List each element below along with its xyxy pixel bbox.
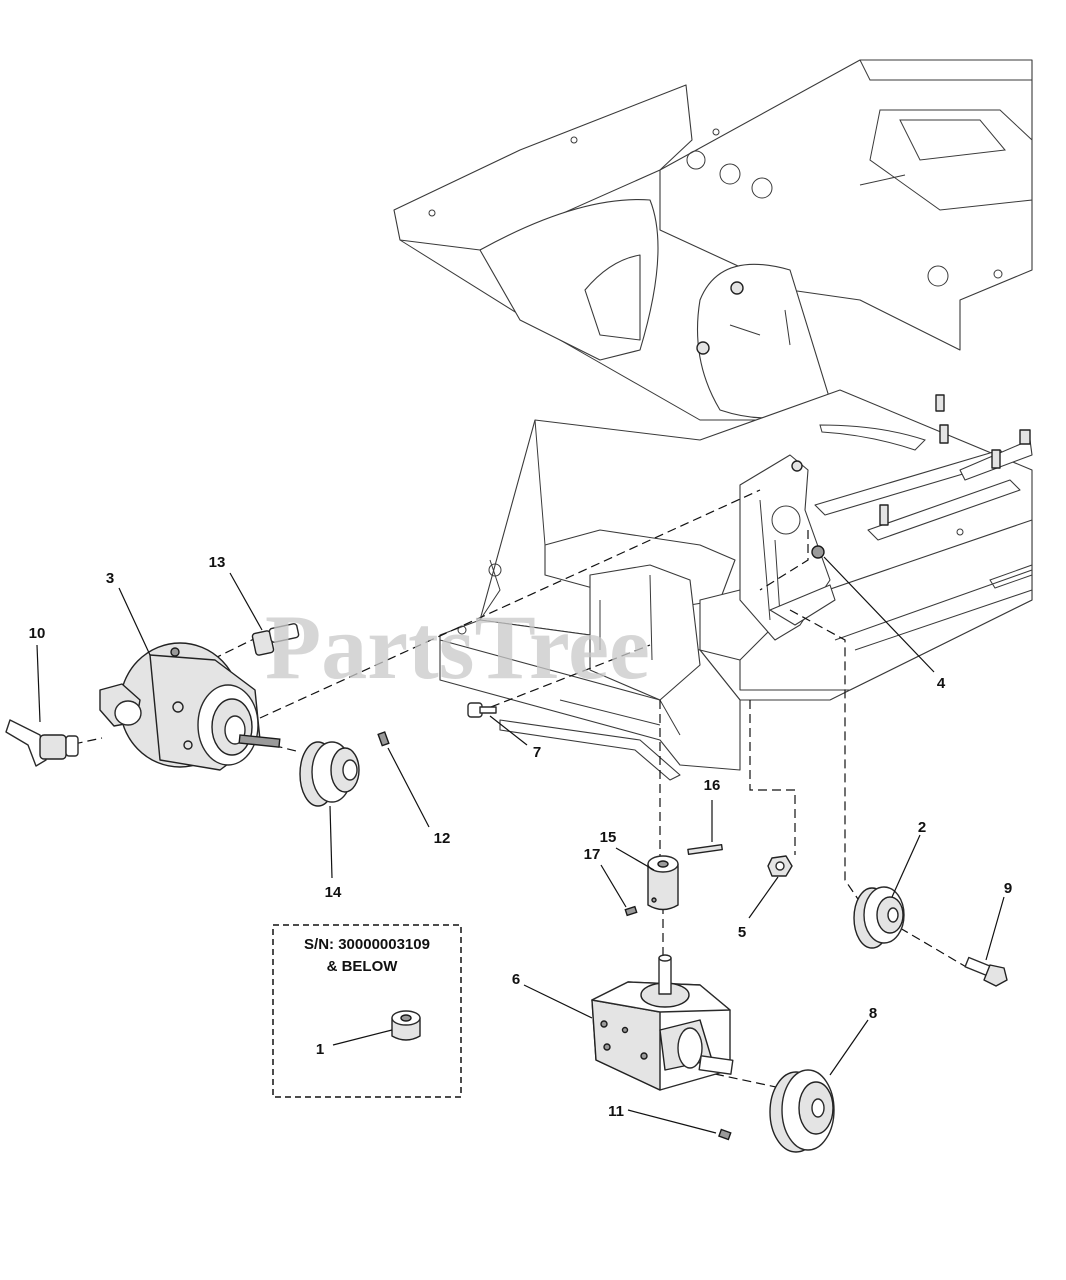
callout-12: 12 <box>434 830 451 847</box>
serial-note-box: S/N: 30000003109 & BELOW <box>272 924 462 1098</box>
part-9-bolt <box>964 956 1008 987</box>
callout-4: 4 <box>937 675 946 692</box>
part-2-idler-pulley <box>853 886 905 949</box>
part-5-nut <box>767 855 793 877</box>
part-14-pulley <box>299 741 360 807</box>
part-16-pin <box>687 843 723 856</box>
part-10-elbow-fitting <box>5 719 79 767</box>
callout-9: 9 <box>1004 880 1012 897</box>
callout-2: 2 <box>918 819 926 836</box>
part-17-set-screw <box>624 905 638 917</box>
callout-15: 15 <box>600 829 617 846</box>
note-serial-line: S/N: 30000003109 <box>304 936 430 953</box>
part-3-hydraulic-motor <box>99 642 281 771</box>
part-8-pulley <box>769 1069 835 1153</box>
callout-10: 10 <box>29 625 46 642</box>
part-12-set-screw <box>377 731 390 747</box>
callout-7: 7 <box>533 744 541 761</box>
part-4-nut <box>811 545 825 559</box>
chassis-frame <box>393 59 1033 781</box>
stud-bolts <box>879 394 1031 526</box>
part-13-fitting <box>251 623 300 656</box>
callout-labels: 10 3 13 4 7 12 14 16 15 17 5 2 9 6 8 11 … <box>29 554 1013 1120</box>
callout-14: 14 <box>325 884 342 901</box>
callout-3: 3 <box>106 570 114 587</box>
part-15-coupler <box>647 855 679 911</box>
callout-17: 17 <box>584 846 601 863</box>
watermark-text: PartsTree <box>265 596 650 698</box>
callout-8: 8 <box>869 1005 877 1022</box>
callout-6: 6 <box>512 971 520 988</box>
part-1-collar <box>391 1010 421 1041</box>
part-6-gearbox <box>591 954 734 1091</box>
callout-13: 13 <box>209 554 226 571</box>
callout-1: 1 <box>316 1041 324 1058</box>
callout-11: 11 <box>608 1103 624 1120</box>
leader-lines <box>36 556 1005 1134</box>
callout-16: 16 <box>704 777 721 794</box>
note-below-line: & BELOW <box>327 958 399 975</box>
part-11-set-screw <box>718 1128 732 1141</box>
callout-5: 5 <box>738 924 746 941</box>
part-7-bolt <box>467 702 497 718</box>
